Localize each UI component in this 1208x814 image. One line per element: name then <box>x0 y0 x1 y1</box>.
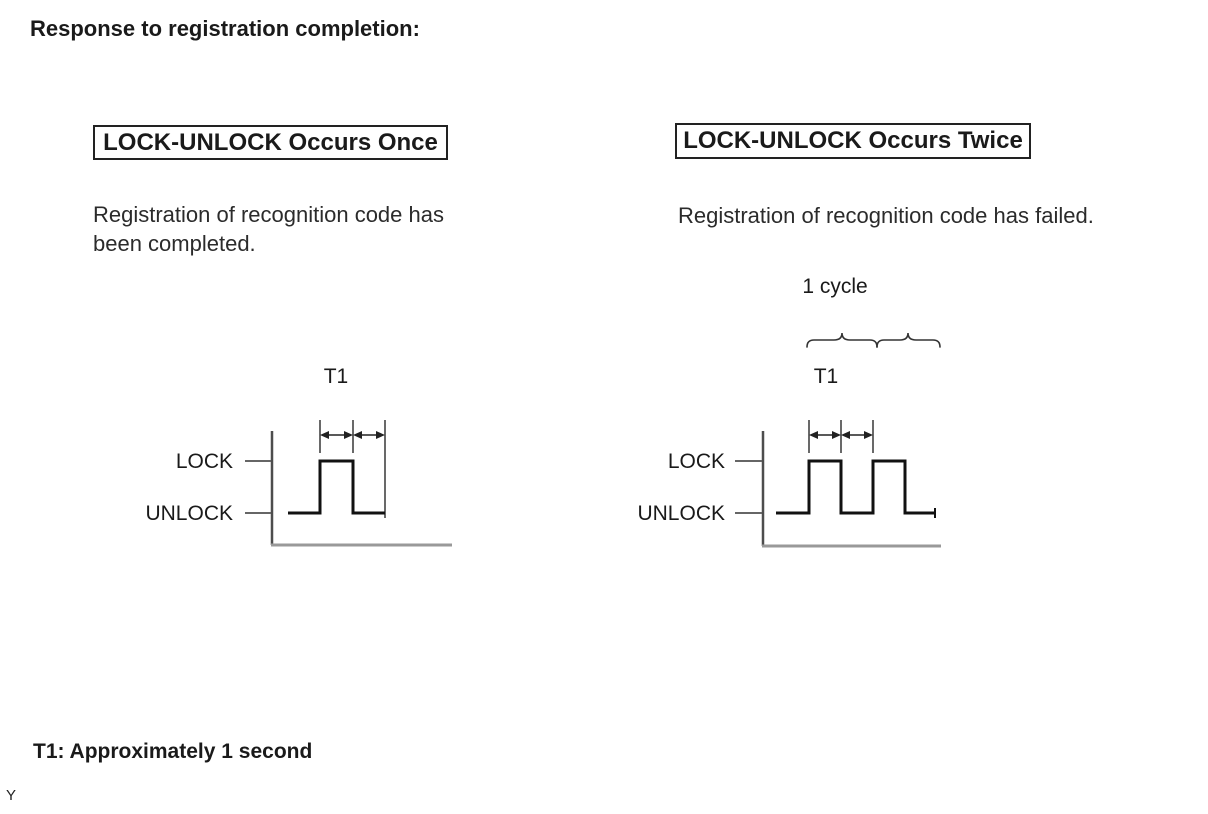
measure-arrow <box>809 431 841 439</box>
panel-heading-twice: LOCK-UNLOCK Occurs Twice <box>675 123 1031 159</box>
waveform-path-once <box>288 459 385 515</box>
unlock-label: UNLOCK <box>637 502 725 525</box>
panel-description-once: Registration of recognition code has bee… <box>93 202 444 256</box>
panel-heading-once: LOCK-UNLOCK Occurs Once <box>93 125 448 160</box>
waveform-path-twice <box>776 459 935 515</box>
cycle-brace-2 <box>876 332 941 348</box>
page-title: Response to registration completion: <box>30 16 420 41</box>
lock-label: LOCK <box>176 450 233 473</box>
measure-arrow <box>841 431 873 439</box>
timing-diagram-twice: 1 cycle T1 LOCK UNLOCK <box>637 275 941 548</box>
panel-heading-once-label: LOCK-UNLOCK Occurs Once <box>103 128 438 156</box>
timing-diagram-once: T1 LOCK UNLOCK <box>145 365 452 547</box>
measure-arrow <box>320 431 353 439</box>
cycle-label: 1 cycle <box>802 275 867 298</box>
lock-label: LOCK <box>668 450 725 473</box>
t1-footnote: T1: Approximately 1 second <box>33 740 313 763</box>
panel-heading-twice-label: LOCK-UNLOCK Occurs Twice <box>683 127 1023 154</box>
page-marker: Y <box>6 787 17 804</box>
unlock-label: UNLOCK <box>145 502 233 525</box>
t1-label-once: T1 <box>324 365 349 388</box>
cycle-brace-1 <box>806 332 878 348</box>
panel-description-twice: Registration of recognition code has fai… <box>678 203 1094 228</box>
t1-label-twice: T1 <box>814 365 839 388</box>
measure-arrow <box>353 431 385 439</box>
